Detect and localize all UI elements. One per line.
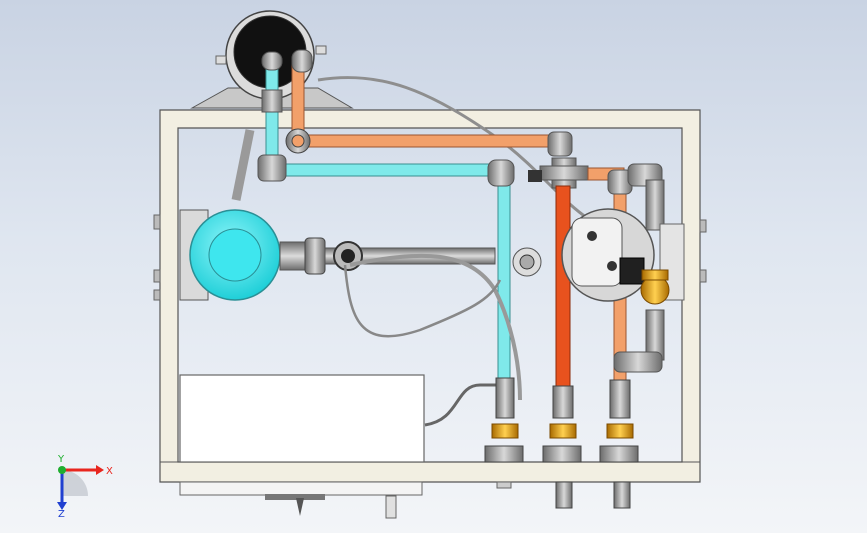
outlet-supply[interactable] bbox=[542, 385, 582, 509]
base-plate bbox=[179, 481, 512, 519]
red-supply-pipe[interactable] bbox=[555, 185, 571, 387]
cross-fitting[interactable] bbox=[528, 157, 589, 189]
circulation-pump[interactable] bbox=[179, 209, 496, 301]
orientation-triad: X Y Z bbox=[57, 454, 113, 518]
outlet-cold[interactable] bbox=[484, 377, 524, 463]
cable-diagonal bbox=[231, 129, 255, 201]
hot-water-pipe[interactable] bbox=[285, 49, 573, 157]
solenoid-valve[interactable] bbox=[619, 257, 670, 305]
cable-lower bbox=[424, 383, 500, 427]
cold-water-pipe[interactable] bbox=[257, 51, 515, 393]
cable-loop-2 bbox=[343, 264, 502, 338]
z-axis-label: Z bbox=[58, 509, 65, 518]
sensor-small[interactable] bbox=[512, 247, 542, 277]
control-box[interactable] bbox=[179, 374, 425, 463]
outlet-return[interactable] bbox=[599, 379, 639, 509]
y-axis-dot bbox=[58, 466, 66, 474]
x-axis-label: X bbox=[106, 466, 113, 477]
y-axis-label: Y bbox=[57, 454, 65, 465]
